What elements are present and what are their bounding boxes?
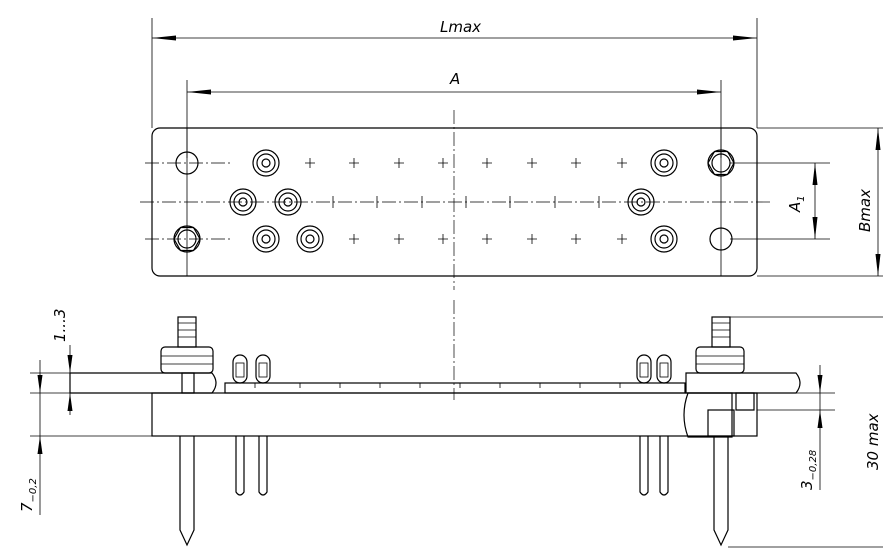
side-view: 1...3 7−0,2 3−0,28 30 max [18, 300, 883, 548]
base-plate [151, 392, 758, 437]
dim-lmax-label: Lmax [440, 18, 481, 36]
contact-sockets [229, 149, 678, 253]
dim-a1-label: A1 [786, 195, 807, 213]
dim-7-label: 7−0,2 [18, 478, 39, 512]
dim-gap-label: 1...3 [51, 309, 69, 342]
top-view: Lmax A A1 [140, 18, 883, 290]
dim-3-label: 3−0,28 [798, 450, 819, 490]
empty-position-marks [305, 158, 627, 244]
hex-nut-icon [173, 226, 201, 252]
dim-a-label: A [449, 70, 460, 88]
dim-bmax-label: Bmax [856, 189, 874, 232]
pin-contacts [232, 354, 672, 496]
dim-30max-label: 30 max [864, 413, 882, 470]
stud-left [160, 316, 214, 547]
stud-right [695, 316, 745, 547]
mounting-hole [175, 151, 199, 175]
insulator-strip [224, 382, 686, 394]
clamp-bar-right [685, 372, 801, 394]
